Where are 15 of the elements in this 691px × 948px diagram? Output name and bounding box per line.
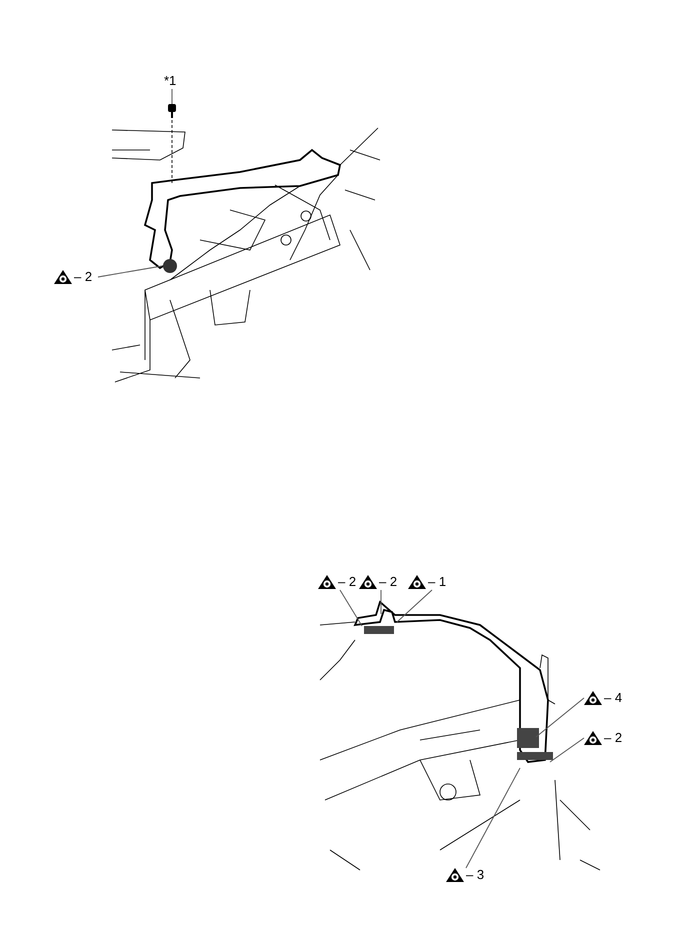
callout-number: – 2 <box>604 731 622 745</box>
callout-number: – 2 <box>338 575 356 589</box>
callout-number: – 1 <box>428 575 446 589</box>
callout-number: *1 <box>164 74 176 88</box>
leader-line <box>550 738 584 762</box>
callout-number: – 2 <box>379 575 398 589</box>
leader-line <box>340 590 362 626</box>
leader-line <box>396 590 432 622</box>
callout-number: – 4 <box>604 691 622 705</box>
callout-number: – 2 <box>74 270 92 284</box>
leader-line <box>98 266 162 278</box>
leader-line <box>380 590 382 614</box>
leader-line <box>466 768 520 868</box>
leader-line <box>536 698 584 738</box>
callout-number: – 3 <box>466 868 484 882</box>
